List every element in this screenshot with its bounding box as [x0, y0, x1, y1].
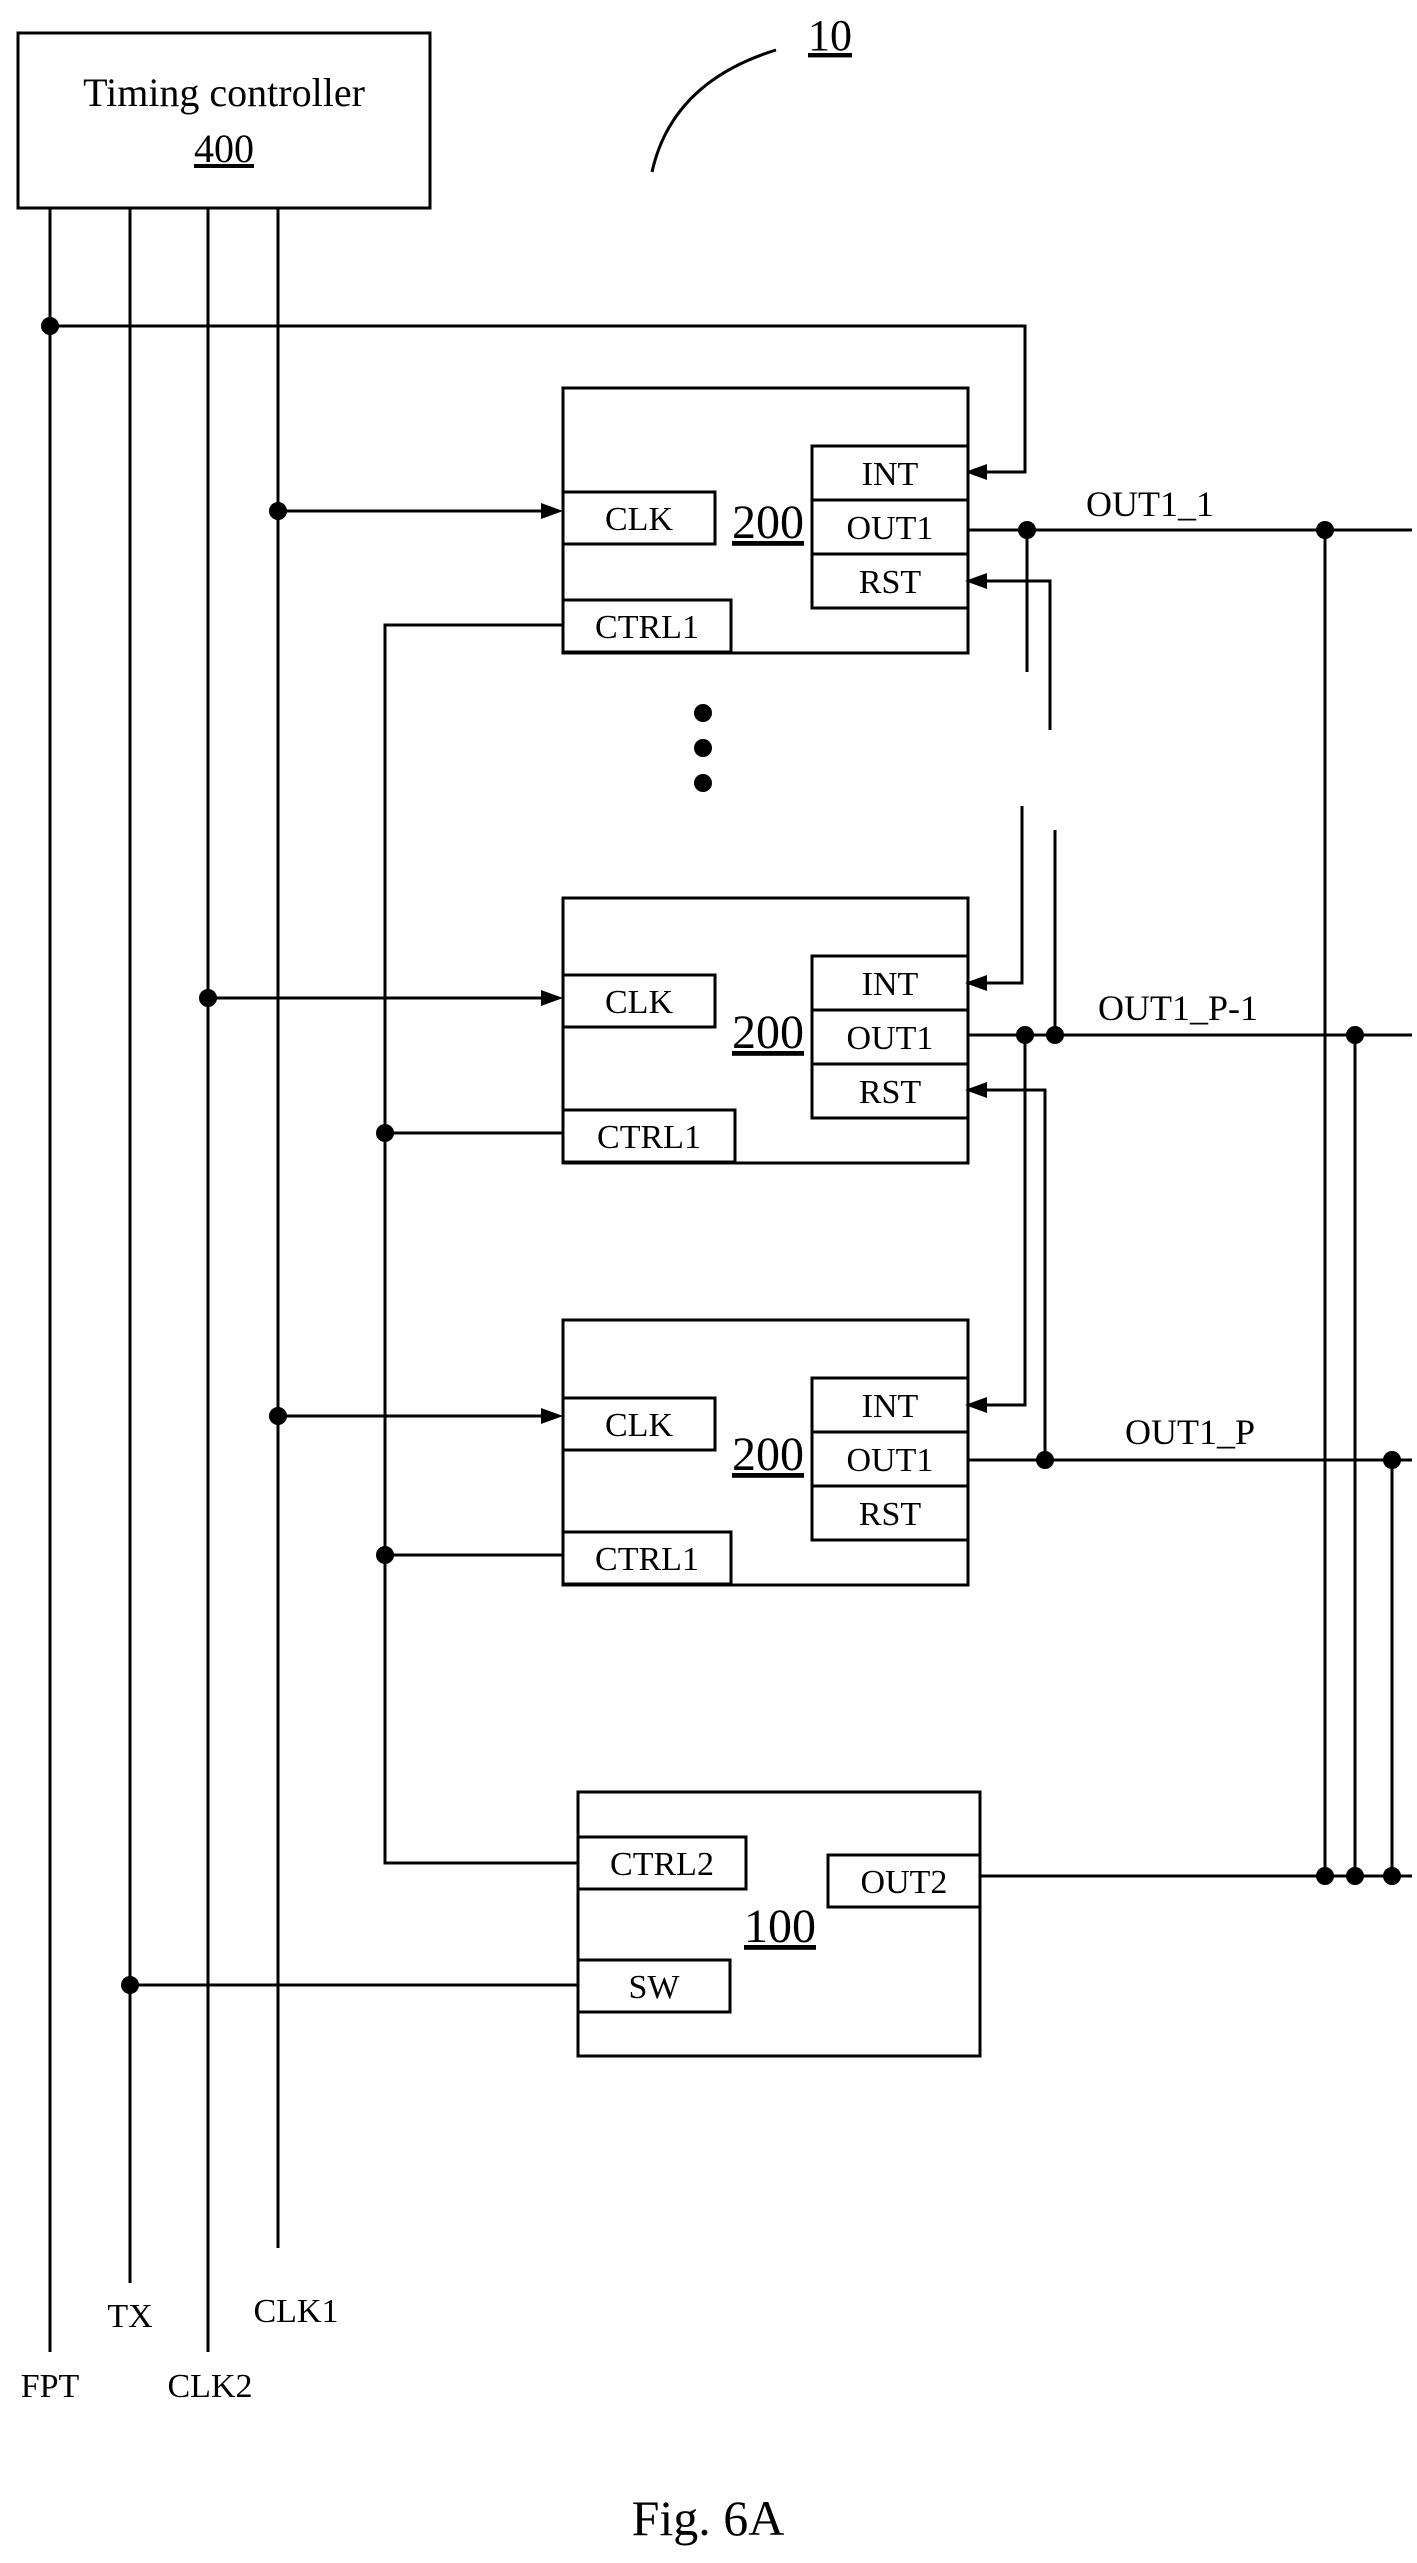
out1-p-1-label: OUT1_P-1	[1098, 988, 1258, 1028]
bus-junction-dot	[1316, 521, 1334, 539]
cascade-junction-dot	[1016, 1026, 1034, 1044]
stage-1-out-label: OUT1	[847, 510, 934, 547]
fpt-label: FPT	[21, 2368, 80, 2405]
clk-arrow-1	[541, 503, 563, 519]
cascade-junction-dot	[1018, 521, 1036, 539]
cascade-junction-dot	[1036, 1451, 1054, 1469]
out1-1-label: OUT1_1	[1086, 484, 1214, 524]
timing-controller-title: Timing controller	[83, 70, 365, 115]
bus-junction-dot	[1346, 1026, 1364, 1044]
stage-3-out-label: OUT1	[847, 1442, 934, 1479]
clk1-junction-dot-2	[269, 1407, 287, 1425]
clk1-junction-dot-1	[269, 502, 287, 520]
output-lines: OUT1_1 OUT1_P-1 OUT1_P	[968, 484, 1412, 1876]
stage-3-rst-label: RST	[859, 1496, 922, 1533]
stage-2-out-label: OUT1	[847, 1020, 934, 1057]
ctrl-junction-dot-1	[376, 1124, 394, 1142]
ellipsis-dot	[694, 704, 712, 722]
stage-3-clk-label: CLK	[605, 1407, 673, 1444]
signal-lines: FPT TX CLK2 CLK1	[21, 208, 339, 2405]
stage-2-int-feed	[980, 806, 1022, 983]
ellipsis-dots	[694, 704, 712, 792]
stage-2-rst-label: RST	[859, 1074, 922, 1111]
tx-label: TX	[107, 2298, 152, 2335]
fpt-junction-dot	[41, 317, 59, 335]
stage-1-rst-label: RST	[859, 564, 922, 601]
timing-controller-ref: 400	[194, 126, 254, 171]
stage-2-int-label: INT	[862, 966, 919, 1003]
stage-2-ctrl-label: CTRL1	[597, 1119, 701, 1156]
stage-1-rst-feed	[980, 581, 1050, 730]
clk2-label: CLK2	[168, 2368, 253, 2405]
ctrl-junction-dot-2	[376, 1546, 394, 1564]
out1-p-label: OUT1_P	[1125, 1412, 1255, 1452]
clock-connections	[199, 502, 563, 1425]
clk2-junction-dot	[199, 989, 217, 1007]
stage-3: CLK CTRL1 INT OUT1 RST 200	[563, 1320, 968, 1585]
figure-caption: Fig. 6A	[632, 2490, 785, 2546]
switch-unit-ref: 100	[744, 1900, 816, 1953]
stage-1: CLK CTRL1 INT OUT1 RST 200	[563, 388, 968, 653]
timing-controller-box	[18, 33, 430, 208]
timing-controller-block: Timing controller 400	[18, 33, 430, 208]
stage-2-ref: 200	[732, 1006, 804, 1059]
control-bus	[376, 625, 578, 1863]
stage-1-ref: 200	[732, 496, 804, 549]
bus-junction-dot	[1346, 1867, 1364, 1885]
clk-arrow-2	[541, 990, 563, 1006]
reference-leader-arc	[652, 50, 776, 172]
switch-out-label: OUT2	[861, 1864, 948, 1901]
stage-3-ctrl-label: CTRL1	[595, 1541, 699, 1578]
ctrl-bus-line	[385, 625, 578, 1863]
ellipsis-dot	[694, 739, 712, 757]
stage-2: CLK CTRL1 INT OUT1 RST 200	[563, 898, 968, 1163]
bus-junction-dot	[1383, 1867, 1401, 1885]
cascade-wiring	[965, 521, 1064, 1469]
stage-3-int-label: INT	[862, 1388, 919, 1425]
stage-3-ref: 200	[732, 1428, 804, 1481]
clk1-label: CLK1	[254, 2293, 339, 2330]
ellipsis-dot	[694, 774, 712, 792]
tx-to-sw-wire	[121, 1976, 578, 1994]
switch-ctrl-label: CTRL2	[610, 1846, 714, 1883]
switch-unit: CTRL2 SW OUT2 100	[578, 1792, 980, 2056]
bus-junction-dot	[1316, 1867, 1334, 1885]
figure-reference: 10	[652, 11, 852, 172]
switch-sw-label: SW	[629, 1969, 681, 2006]
stage-1-ctrl-label: CTRL1	[595, 609, 699, 646]
tx-junction-dot	[121, 1976, 139, 1994]
output-bus	[1316, 521, 1401, 1885]
stage-2-clk-label: CLK	[605, 984, 673, 1021]
bus-junction-dot	[1383, 1451, 1401, 1469]
figure-ref-number: 10	[808, 11, 852, 60]
stage-1-int-label: INT	[862, 456, 919, 493]
stage-1-clk-label: CLK	[605, 501, 673, 538]
clk-arrow-3	[541, 1408, 563, 1424]
cascade-junction-dot	[1046, 1026, 1064, 1044]
